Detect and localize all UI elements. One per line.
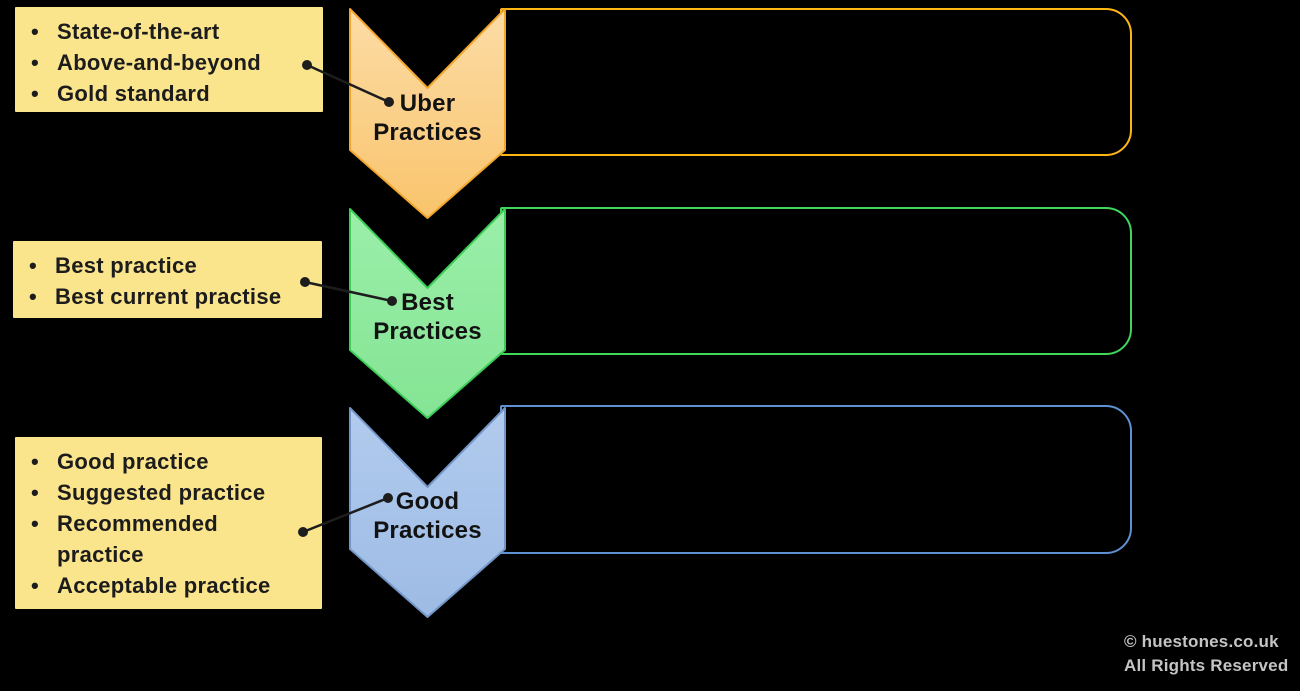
panel-good-practices xyxy=(500,405,1132,554)
chevron-label-line1: Best xyxy=(401,289,454,316)
note-best-practices: Best practice Best current practise xyxy=(13,241,322,318)
chevron-label-line1: Uber xyxy=(399,90,456,117)
note-uber-practices: State-of-the-art Above-and-beyond Gold s… xyxy=(15,7,323,112)
panel-best-practices xyxy=(500,207,1132,355)
chevron-label-line1: Good xyxy=(395,488,460,515)
chevron-uber-shape xyxy=(349,8,506,219)
note-item: Best practice xyxy=(13,250,312,281)
copyright-notice: © huestones.co.uk All Rights Reserved xyxy=(1124,630,1288,678)
note-item: Above-and-beyond xyxy=(15,47,313,78)
note-item: Suggested practice xyxy=(15,477,312,508)
chevron-label-line2: Practices xyxy=(373,517,482,544)
chevron-label-uber: Uber Practices xyxy=(349,89,506,147)
note-good-practices: Good practice Suggested practice Recomme… xyxy=(15,437,322,609)
note-item: Acceptable practice xyxy=(15,570,312,601)
note-item: Best current practise xyxy=(13,281,312,312)
chevron-uber-icon xyxy=(349,8,506,219)
note-uber-list: State-of-the-art Above-and-beyond Gold s… xyxy=(15,16,313,109)
note-item: State-of-the-art xyxy=(15,16,313,47)
copyright-line1: © huestones.co.uk xyxy=(1124,632,1279,651)
copyright-line2: All Rights Reserved xyxy=(1124,656,1289,675)
chevron-good-shape xyxy=(349,407,506,618)
note-item: Gold standard xyxy=(15,78,313,109)
chevron-good-icon xyxy=(349,407,506,618)
chevron-label-line2: Practices xyxy=(373,119,482,146)
note-good-list: Good practice Suggested practice Recomme… xyxy=(15,446,312,601)
panel-uber-practices xyxy=(500,8,1132,156)
note-best-list: Best practice Best current practise xyxy=(13,250,312,312)
chevron-best-icon xyxy=(349,208,506,419)
chevron-best-shape xyxy=(349,208,506,419)
note-item: Recommended practice xyxy=(15,508,237,570)
chevron-label-good: Good Practices xyxy=(349,487,506,545)
note-item: Good practice xyxy=(15,446,312,477)
chevron-label-line2: Practices xyxy=(373,318,482,345)
chevron-label-best: Best Practices xyxy=(349,288,506,346)
